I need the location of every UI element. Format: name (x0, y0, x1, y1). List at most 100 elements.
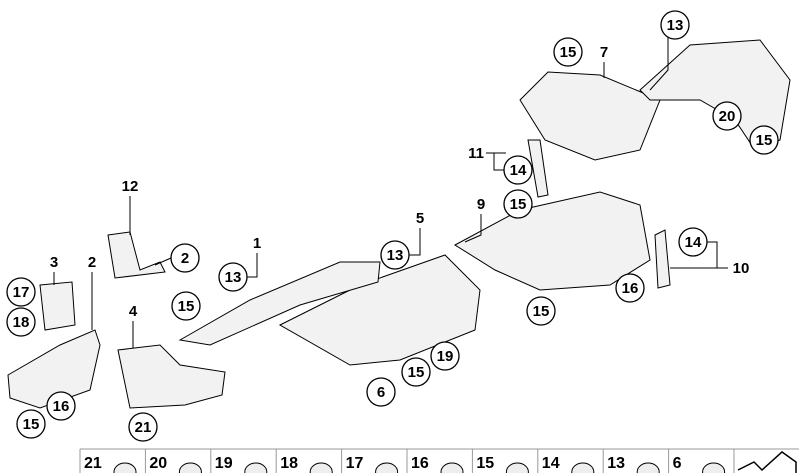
callout-number: 5 (416, 210, 424, 227)
callout-9: 9 (477, 196, 485, 213)
callout-circle (401, 357, 431, 387)
part-1-shield (178, 261, 381, 346)
fastener-icon (309, 462, 333, 473)
part-2-shield (7, 329, 101, 409)
callout-20: 20 (712, 101, 742, 131)
callout-13: 13 (660, 10, 690, 40)
callout-1: 1 (253, 235, 261, 252)
callout-number: 15 (178, 298, 195, 315)
strip-number: 14 (542, 455, 560, 472)
callout-circle (46, 391, 76, 421)
callout-circle (503, 189, 533, 219)
callout-number: 10 (733, 260, 750, 277)
part-12-bracket (107, 231, 166, 279)
part-11-bracket (527, 139, 549, 198)
callout-15: 15 (526, 296, 556, 326)
callout-15: 15 (553, 37, 583, 67)
callout-circle (170, 243, 200, 273)
callout-number: 14 (685, 234, 702, 251)
callout-14: 14 (678, 227, 708, 257)
callout-number: 3 (50, 254, 58, 271)
callout-number: 15 (560, 44, 577, 61)
callout-circle (749, 125, 779, 155)
strip-number: 21 (84, 455, 102, 472)
callout-circle (171, 291, 201, 321)
callout-16: 16 (615, 273, 645, 303)
callout-number: 13 (667, 17, 684, 34)
callout-15: 15 (171, 291, 201, 321)
strip-number: 15 (476, 455, 494, 472)
part-4-shield (117, 344, 226, 409)
callout-10: 10 (733, 260, 750, 277)
callout-number: 2 (181, 250, 189, 267)
callout-circle (615, 273, 645, 303)
callout-19: 19 (430, 341, 460, 371)
callout-circle (6, 277, 36, 307)
callout-number: 21 (135, 419, 152, 436)
callout-15: 15 (749, 125, 779, 155)
callout-18: 18 (6, 307, 36, 337)
strip-number: 19 (215, 455, 233, 472)
callout-number: 1 (253, 235, 261, 252)
callout-number: 2 (88, 254, 96, 271)
strip-cell-15: 15 (476, 455, 529, 473)
callout-2: 2 (170, 243, 200, 273)
heat-shield-parts (7, 39, 791, 409)
strip-number: 6 (673, 455, 682, 472)
mat-icon (737, 451, 797, 473)
part-10-bracket (654, 229, 671, 289)
fastener-icon (636, 462, 660, 473)
fastener-icon (702, 462, 726, 473)
callout-circle (380, 240, 410, 270)
fastener-icon (178, 462, 202, 473)
callout-number: 11 (468, 145, 484, 162)
part-9-shield (454, 191, 651, 291)
callout-number: 16 (53, 398, 70, 415)
callout-21: 21 (128, 412, 158, 442)
callout-number: 15 (533, 303, 550, 320)
callout-7: 7 (600, 44, 608, 61)
fastener-icon (571, 462, 595, 473)
callout-number: 14 (510, 162, 527, 179)
callout-number: 15 (23, 416, 40, 433)
callout-number: 7 (600, 44, 608, 61)
callout-number: 12 (122, 178, 139, 195)
callout-17: 17 (6, 277, 36, 307)
part-7-shield (519, 71, 661, 161)
strip-number: 20 (149, 455, 167, 472)
callout-circle (6, 307, 36, 337)
callout-number: 4 (129, 303, 138, 320)
fastener-icon (244, 462, 268, 473)
callout-circle (553, 37, 583, 67)
callout-number: 20 (719, 108, 736, 125)
strip-cell-17: 17 (346, 455, 399, 473)
fastener-icon (375, 462, 399, 473)
strip-number: 16 (411, 455, 429, 472)
strip-number: 13 (607, 455, 625, 472)
callout-number: 13 (387, 247, 404, 264)
strip-cell-13: 13 (607, 455, 660, 473)
callout-circle (128, 412, 158, 442)
callout-number: 16 (622, 280, 639, 297)
callout-circle (16, 409, 46, 439)
callout-2: 2 (88, 254, 96, 271)
callout-6: 6 (366, 377, 396, 407)
callout-circle (503, 155, 533, 185)
callout-circle (430, 341, 460, 371)
callout-number: 17 (13, 284, 30, 301)
callout-number: 19 (437, 348, 454, 365)
callout-number: 15 (510, 196, 527, 213)
strip-cell-6: 6 (673, 455, 726, 473)
callout-circle (712, 101, 742, 131)
callout-13: 13 (380, 240, 410, 270)
callout-circle (218, 262, 248, 292)
callout-12: 12 (122, 178, 139, 195)
strip-cell-21: 21 (84, 455, 137, 473)
callout-13: 13 (218, 262, 248, 292)
callout-number: 13 (225, 269, 242, 286)
callout-number: 9 (477, 196, 485, 213)
callout-circle (678, 227, 708, 257)
strip-cell-blank (737, 451, 797, 473)
